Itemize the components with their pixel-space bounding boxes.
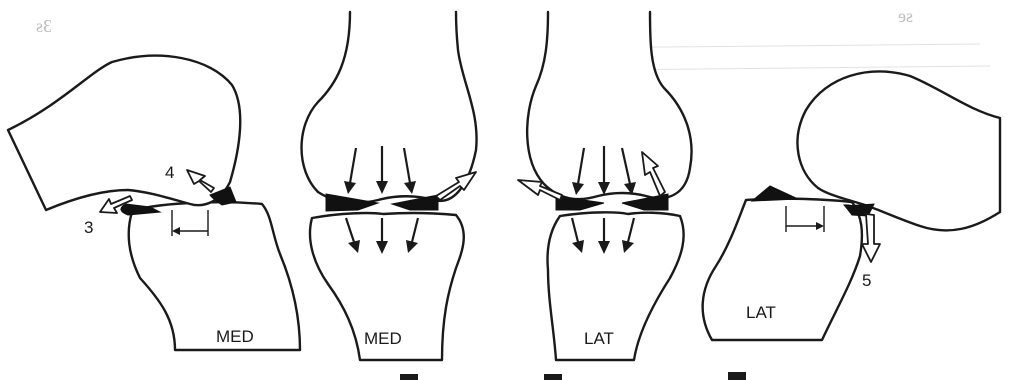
callout-5: 5 [862,271,871,290]
panel-label-med-1: MED [216,327,254,346]
ghost-text-left: ƨƐ [36,16,52,36]
femur-2 [302,12,477,203]
panel-label-med-2: MED [364,329,402,348]
ghost-text-right: ɘƨ [898,6,913,26]
panel-label-lat-3: LAT [584,329,614,348]
tibia-3 [548,212,684,360]
panel-label-lat-4: LAT [746,303,776,322]
panel-4: 5 LAT [703,71,1000,340]
tibia-4 [703,199,862,340]
panel-3: LAT [518,12,692,360]
meniscus-anterior-4 [752,186,798,201]
panel-1: 4 3 MED [8,56,300,350]
cropped-figure-numbers [400,372,746,380]
callout-4: 4 [165,163,174,182]
femur-3 [527,12,691,199]
tibia-1 [129,202,300,350]
faint-line [600,66,990,70]
callout-3: 3 [84,218,93,237]
hollow-arrow-5 [862,214,880,262]
panel-2: MED [302,12,477,360]
